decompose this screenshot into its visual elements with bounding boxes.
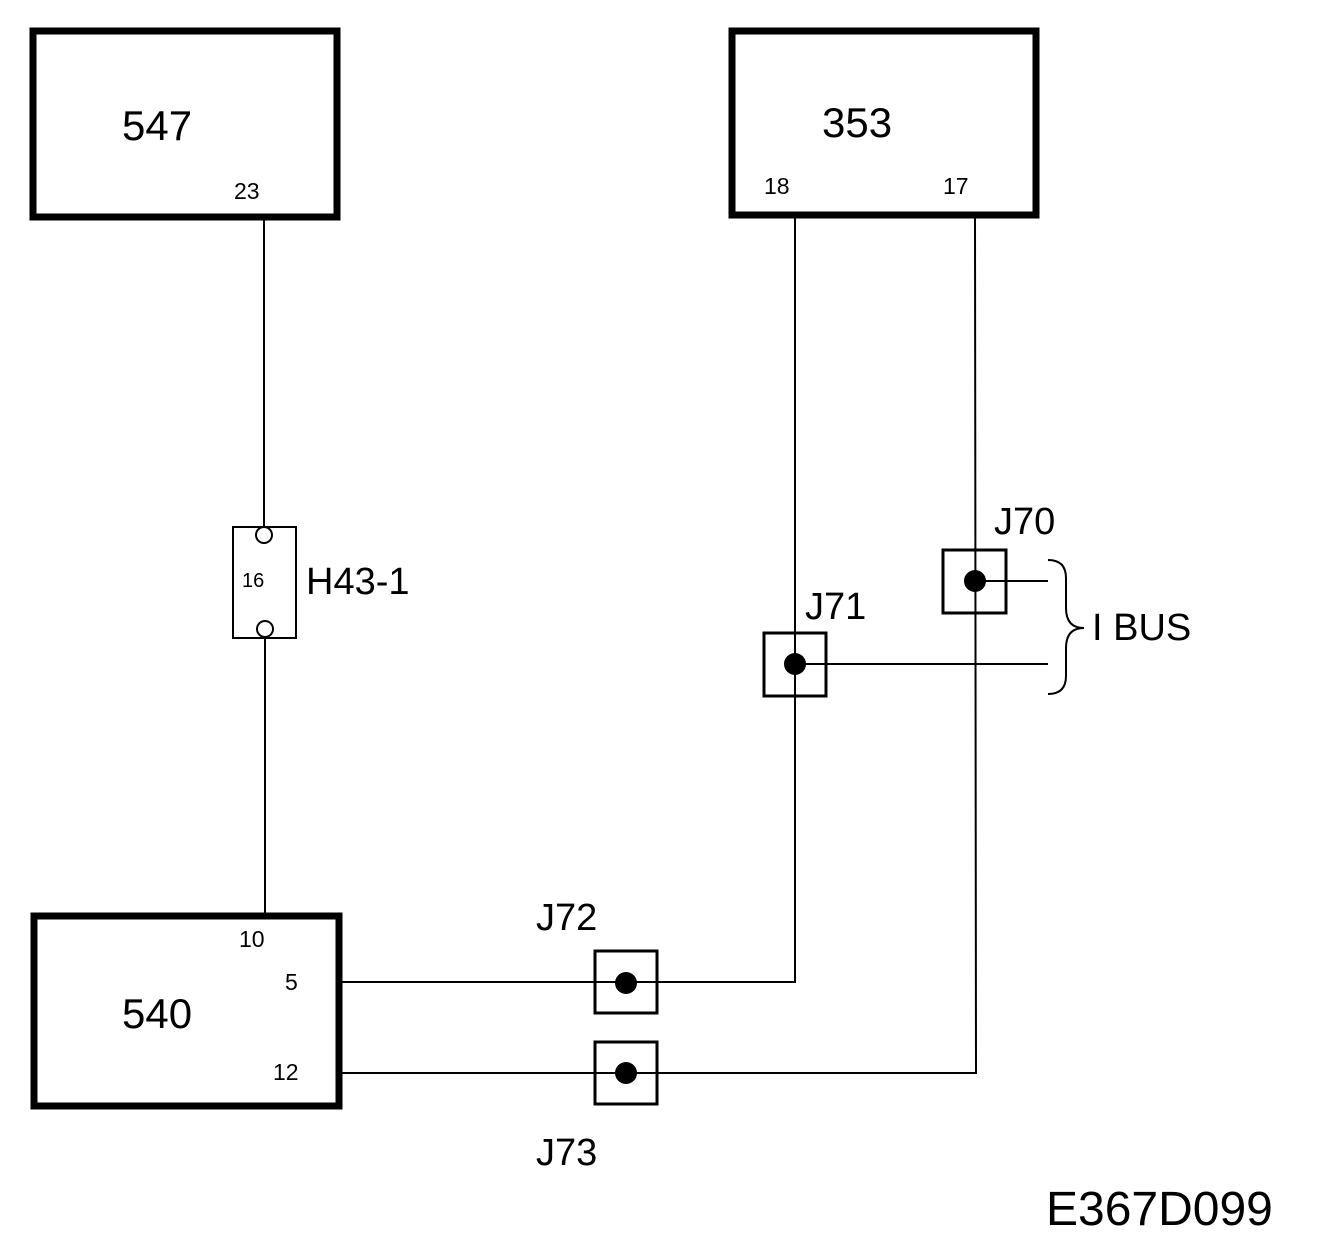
connector-h43-1-label: H43-1 xyxy=(306,561,410,603)
component-353-pin-18: 18 xyxy=(764,173,790,199)
component-353-pin-17: 17 xyxy=(943,173,969,199)
junction-j71-dot-icon xyxy=(784,653,806,675)
junction-j72-box xyxy=(593,949,659,1015)
bus-label: I BUS xyxy=(1092,607,1191,649)
junction-j70-box xyxy=(941,548,1008,615)
component-540: 540 10 5 12 xyxy=(30,912,343,1110)
junction-j71-label: J71 xyxy=(805,586,866,628)
junction-j72-label: J72 xyxy=(536,897,597,939)
component-547-label: 547 xyxy=(122,102,192,149)
component-547-pin-23: 23 xyxy=(234,178,260,204)
component-547: 547 23 xyxy=(29,27,341,221)
wire-353-pin18 xyxy=(341,218,796,983)
connector-pin-top-icon xyxy=(255,526,273,544)
junction-j71: J71 xyxy=(762,586,866,698)
wires xyxy=(263,217,1048,1074)
component-540-pin-5: 5 xyxy=(285,969,298,995)
junction-j73: J73 xyxy=(536,1040,659,1174)
junction-j71-box xyxy=(762,631,828,698)
component-353: 353 18 17 xyxy=(728,27,1040,219)
bus-annotation: I BUS xyxy=(1047,559,1191,695)
component-540-box xyxy=(30,912,343,1110)
connector-h43-1-pin: 16 xyxy=(242,570,264,592)
junction-j73-label: J73 xyxy=(536,1132,597,1174)
junction-j73-box xyxy=(593,1040,659,1106)
junction-j72: J72 xyxy=(536,897,659,1015)
component-540-pin-12: 12 xyxy=(273,1059,299,1085)
connector-pin-bottom-icon xyxy=(256,620,274,638)
component-547-box xyxy=(29,27,341,221)
component-540-pin-10: 10 xyxy=(239,926,265,952)
component-353-label: 353 xyxy=(822,99,892,146)
junction-j70: J70 xyxy=(941,501,1055,615)
wire-353-pin17 xyxy=(341,217,978,1074)
figure-code: E367D099 xyxy=(1046,1183,1273,1236)
junction-j73-dot-icon xyxy=(615,1062,637,1084)
component-353-box xyxy=(728,27,1040,219)
junction-j70-dot-icon xyxy=(964,570,986,592)
junction-j70-label: J70 xyxy=(994,501,1055,543)
connector-h43-1: 16 H43-1 xyxy=(232,526,410,639)
component-540-label: 540 xyxy=(122,990,192,1037)
curly-brace-icon xyxy=(1047,559,1085,695)
junction-j72-dot-icon xyxy=(615,972,637,994)
